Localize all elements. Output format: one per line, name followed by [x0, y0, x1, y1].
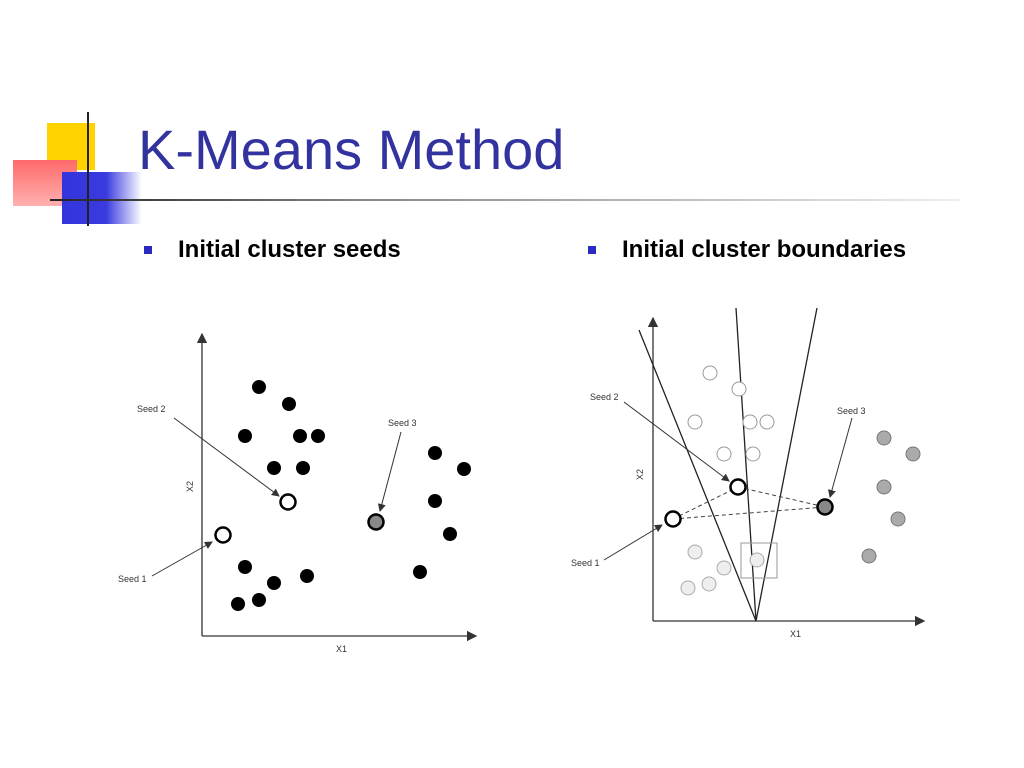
bullet-initial-boundaries: Initial cluster boundaries: [588, 236, 906, 264]
y-axis-label: X2: [185, 481, 195, 492]
seed-1-arrow: [603, 524, 663, 561]
data-point: [701, 576, 717, 592]
seed-1-marker: [664, 510, 682, 528]
bullet-marker: [588, 246, 596, 254]
data-point: [413, 565, 427, 579]
seed-2-marker: [279, 493, 297, 511]
bullet-initial-seeds: Initial cluster seeds: [144, 236, 401, 264]
bullet-text: Initial cluster boundaries: [622, 236, 907, 263]
seed-1-label: Seed 1: [571, 558, 600, 568]
data-point: [428, 446, 442, 460]
data-point: [252, 380, 266, 394]
dashed-link: [672, 486, 739, 520]
data-point: [716, 446, 732, 462]
bullet-marker: [144, 246, 152, 254]
left-diagram: X1 X2 Seed 1 Seed 2 Seed 3: [118, 332, 478, 654]
data-point: [457, 462, 471, 476]
data-point: [742, 414, 758, 430]
data-point: [296, 461, 310, 475]
data-point: [293, 429, 307, 443]
data-point: [876, 479, 892, 495]
seed-1-arrow: [151, 541, 213, 577]
data-point: [745, 446, 761, 462]
data-point: [443, 527, 457, 541]
data-point: [731, 381, 747, 397]
x-axis-label: X1: [790, 629, 801, 639]
seed-3-marker: [816, 498, 834, 516]
data-point: [680, 580, 696, 596]
seed-1-label: Seed 1: [118, 574, 147, 584]
data-point: [687, 544, 703, 560]
boundary-line: [638, 329, 757, 622]
seed-3-label: Seed 3: [837, 406, 866, 416]
data-point: [702, 365, 718, 381]
slide-title: K-Means Method: [138, 118, 565, 181]
data-point: [282, 397, 296, 411]
data-point: [861, 548, 877, 564]
data-point: [905, 446, 921, 462]
seed-2-label: Seed 2: [590, 392, 619, 402]
data-point: [238, 429, 252, 443]
decor-blue-square: [62, 172, 142, 224]
dashed-link: [737, 486, 826, 508]
data-point: [890, 511, 906, 527]
seed-3-marker: [367, 513, 385, 531]
data-point: [759, 414, 775, 430]
x-axis-label: X1: [336, 644, 347, 654]
seed-3-arrow: [828, 417, 853, 498]
data-point: [716, 560, 732, 576]
data-point: [267, 461, 281, 475]
seed-2-marker: [729, 478, 747, 496]
seed-2-arrow: [623, 401, 730, 482]
bullet-text: Initial cluster seeds: [178, 236, 401, 263]
data-point: [231, 597, 245, 611]
seed-2-arrow: [173, 417, 280, 497]
boundary-line: [735, 307, 757, 622]
seed-3-label: Seed 3: [388, 418, 417, 428]
seed-3-arrow: [377, 431, 402, 512]
boundary-line: [755, 307, 818, 622]
seed-1-marker: [214, 526, 232, 544]
data-point: [687, 414, 703, 430]
data-point: [311, 429, 325, 443]
data-point: [749, 552, 765, 568]
data-point: [876, 430, 892, 446]
data-point: [300, 569, 314, 583]
right-diagram: X1 X2 Seed 1 Seed 2 Seed: [571, 307, 926, 639]
data-point: [238, 560, 252, 574]
dashed-link: [672, 506, 826, 520]
seed-2-label: Seed 2: [137, 404, 166, 414]
data-point: [252, 593, 266, 607]
y-axis-label: X2: [635, 469, 645, 480]
highlight-box: [740, 542, 778, 579]
decor-vertical-line: [87, 112, 89, 226]
title-underline: [50, 199, 960, 201]
data-point: [428, 494, 442, 508]
data-point: [267, 576, 281, 590]
